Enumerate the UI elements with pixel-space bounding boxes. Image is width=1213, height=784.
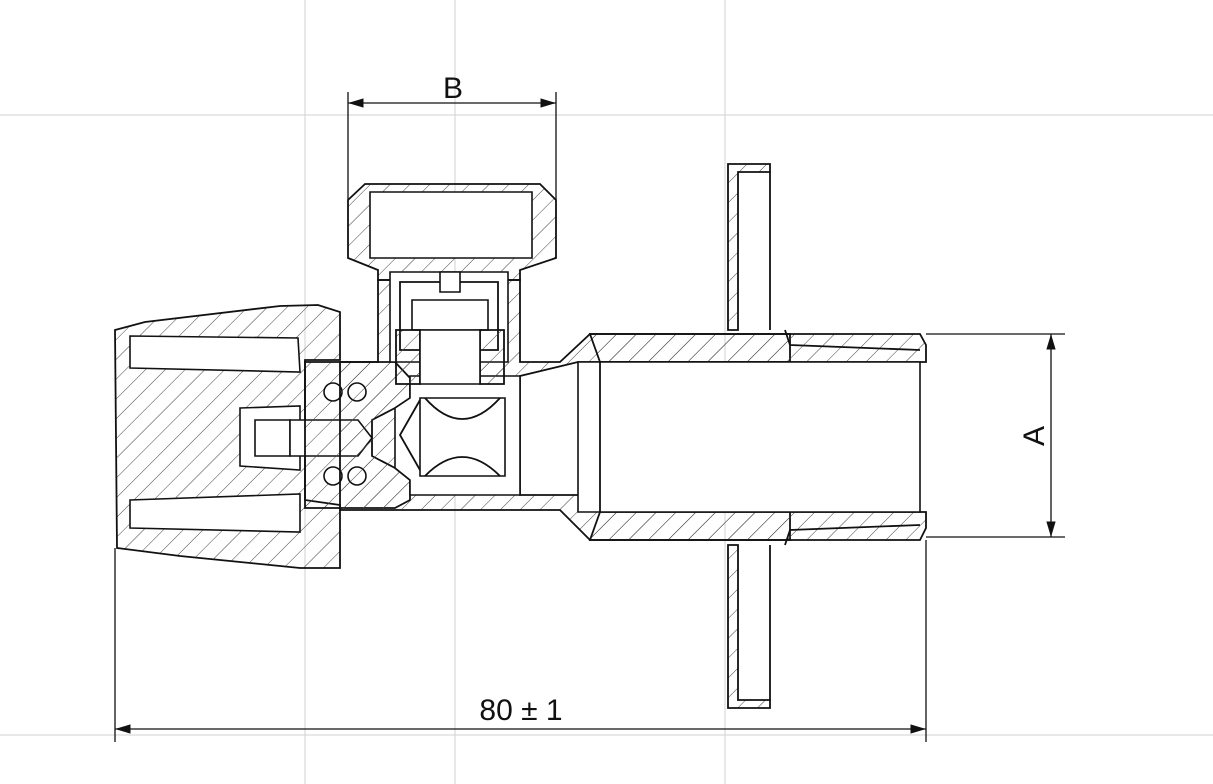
dimension-overall-length: 80 ± 1 bbox=[114, 540, 927, 742]
dimension-b: B bbox=[347, 72, 557, 200]
overall-length-label: 80 ± 1 bbox=[479, 694, 562, 727]
outlet-pipe bbox=[577, 329, 927, 546]
top-nut bbox=[347, 183, 557, 281]
dimension-a-label: A bbox=[1018, 426, 1051, 446]
valve-handle bbox=[114, 304, 374, 569]
wall-rosette bbox=[727, 163, 771, 709]
dimension-b-label: B bbox=[443, 72, 463, 105]
dimension-a: A bbox=[926, 333, 1065, 538]
cartridge bbox=[389, 271, 509, 385]
